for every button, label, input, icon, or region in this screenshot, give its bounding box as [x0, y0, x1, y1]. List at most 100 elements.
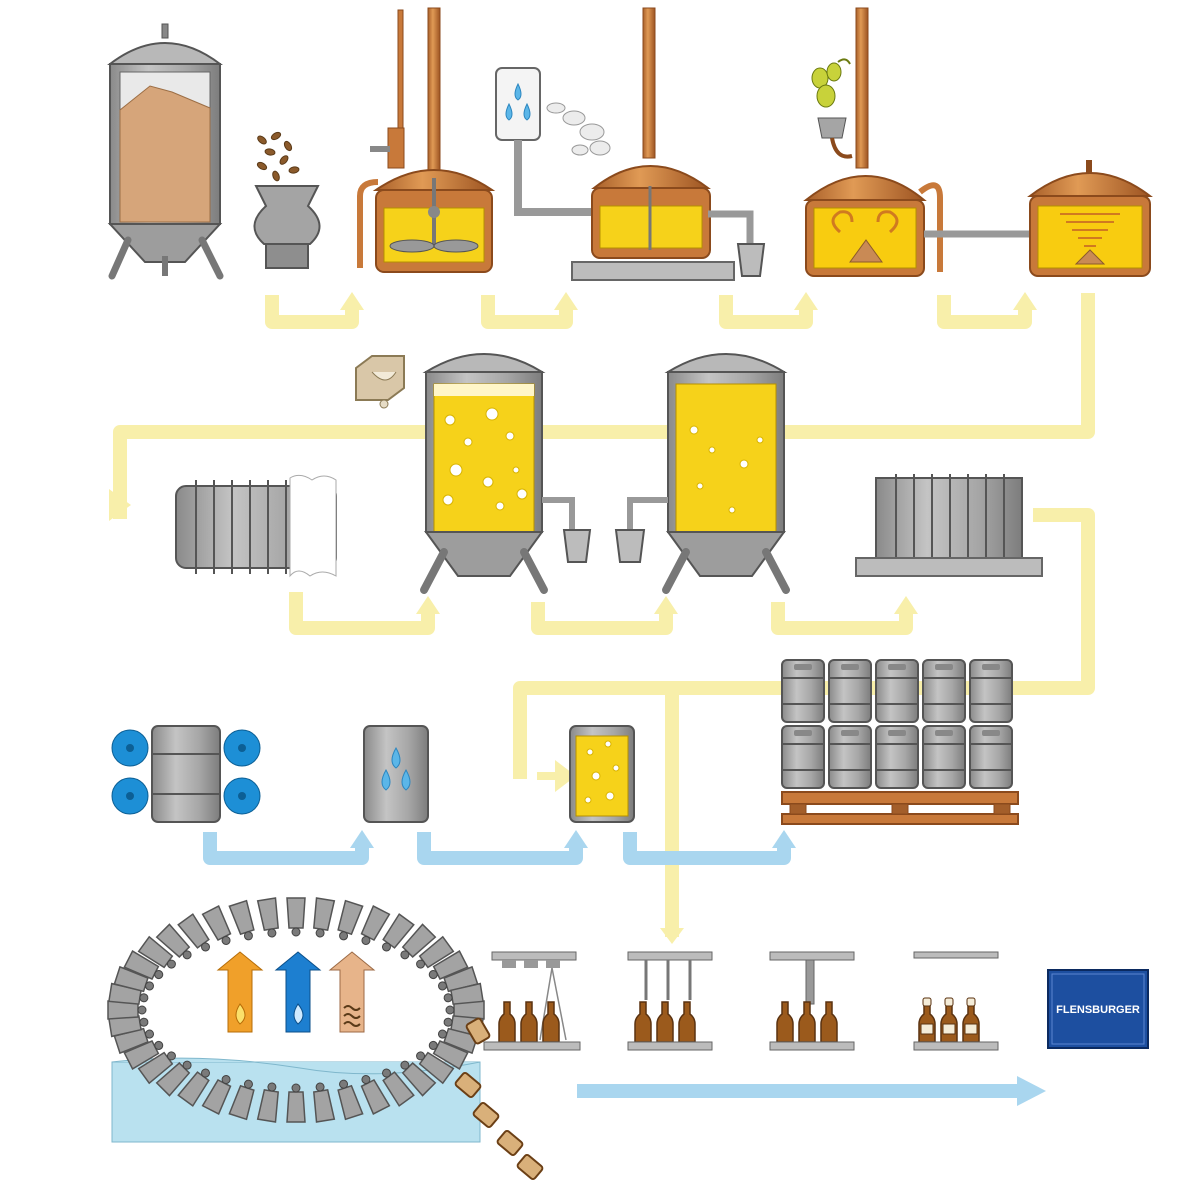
- bottle-filling-valves: [627, 951, 713, 1051]
- washer-pocket: [137, 1051, 176, 1085]
- keg: [969, 725, 1013, 789]
- brand-label: FLENSBURGER: [1056, 1004, 1140, 1016]
- washer-pocket: [337, 1079, 364, 1121]
- hops-icon: [811, 58, 851, 108]
- washer-pocket: [437, 1027, 479, 1055]
- uturn-arrows-yellow: [265, 295, 1032, 635]
- washer-pocket: [360, 1075, 391, 1115]
- washer-pocket: [256, 897, 280, 938]
- uturn-arrowheads-yellow: [340, 292, 1037, 614]
- water-drops-icon: [381, 746, 411, 791]
- malt-mill: [253, 131, 321, 269]
- keg-pallet: [781, 659, 1019, 825]
- keg: [875, 725, 919, 789]
- washer-pocket: [437, 965, 479, 993]
- beer-bottle: [918, 997, 936, 1043]
- keg: [969, 659, 1013, 723]
- flow-line-filter-to-kegs: [513, 508, 1095, 779]
- washer-pocket: [113, 1027, 155, 1055]
- yellow-flow-pipes: [113, 293, 1095, 937]
- mash-tun: [357, 7, 496, 273]
- washer-pocket: [137, 935, 176, 969]
- uturn-arrow-5: [289, 592, 435, 635]
- wort-kettle: [803, 7, 1030, 277]
- keg: [875, 659, 919, 723]
- washer-pocket: [155, 1060, 192, 1097]
- bottle-capper: [769, 951, 855, 1051]
- washer-pocket: [443, 982, 484, 1005]
- beer-bottle: [498, 1001, 516, 1043]
- washer-pocket: [286, 1083, 306, 1123]
- washer-pocket: [286, 897, 306, 937]
- uturn-arrow-6: [531, 602, 673, 635]
- washer-pocket: [381, 913, 415, 952]
- keg: [922, 725, 966, 789]
- flow-line-wort-to-cooler: [113, 293, 1095, 519]
- washer-pocket: [123, 1040, 164, 1070]
- beer-bottle: [776, 1001, 794, 1043]
- washer-pocket: [228, 899, 255, 941]
- uturn-arrowheads-blue: [350, 830, 796, 848]
- bottling-line-arrow: [577, 1076, 1046, 1106]
- uturn-arrow-3: [719, 295, 813, 329]
- uturn-arrow-4: [937, 295, 1032, 329]
- washer-pocket: [108, 1015, 149, 1038]
- keg: [781, 725, 825, 789]
- washer-pocket: [428, 950, 469, 980]
- uturn-arrow-1: [265, 295, 359, 329]
- beer-bottle: [634, 1001, 652, 1043]
- arrowhead-to-keg-filler: [537, 760, 576, 792]
- keg: [828, 725, 872, 789]
- beer-bottle: [520, 1001, 538, 1043]
- arrowhead-to-cooler: [109, 489, 131, 521]
- steam-icon: [546, 102, 611, 156]
- washer-pocket: [201, 1075, 232, 1115]
- yeast-icon: [355, 355, 405, 409]
- beer-bottle: [678, 1001, 696, 1043]
- washer-pocket: [360, 905, 391, 945]
- washer-pocket: [228, 1079, 255, 1121]
- keg: [922, 659, 966, 723]
- washer-pocket: [177, 1068, 211, 1107]
- beer-bottle: [962, 997, 980, 1043]
- keg-filler: [569, 725, 635, 823]
- beer-crate: FLENSBURGER: [1047, 969, 1149, 1049]
- washer-pocket: [123, 950, 164, 980]
- washer-pocket: [256, 1082, 280, 1123]
- fermentation-tank: [420, 353, 592, 594]
- washer-pocket: [177, 913, 211, 952]
- wort-cooler: [175, 474, 337, 578]
- washer-pocket: [113, 965, 155, 993]
- keg: [828, 659, 872, 723]
- washer-pocket: [312, 897, 336, 938]
- washer-pocket: [337, 899, 364, 941]
- washer-pocket: [381, 1068, 415, 1107]
- washer-pocket: [201, 905, 232, 945]
- bottle-filler: [483, 951, 581, 1051]
- washer-pocket: [400, 923, 437, 960]
- washer-pocket: [416, 1051, 455, 1085]
- beer-filter: [855, 474, 1043, 577]
- water-drops-icon: [274, 951, 322, 1033]
- lauter-tun: [571, 7, 766, 281]
- beer-bottle: [798, 1001, 816, 1043]
- keg: [781, 659, 825, 723]
- uturn-arrows-blue: [203, 832, 791, 865]
- malt-grain-icon: [256, 131, 300, 182]
- uturn-arrow-2: [481, 295, 573, 329]
- washer-pocket: [416, 935, 455, 969]
- water-drops-icon: [505, 82, 531, 121]
- yellow-flow-arrowheads: [109, 489, 684, 944]
- washer-pocket: [428, 1040, 469, 1070]
- keg-rinse: [363, 725, 429, 823]
- flame-icon: [216, 951, 264, 1033]
- bottle-washer: [107, 897, 544, 1180]
- malt-silo: [107, 23, 224, 280]
- water-tank: [495, 67, 592, 216]
- washer-pocket: [312, 1082, 336, 1123]
- whirlpool-tank: [1027, 160, 1153, 277]
- arrowhead-to-bottling: [660, 928, 684, 944]
- washer-pocket: [155, 923, 192, 960]
- ice-icon: [289, 474, 337, 578]
